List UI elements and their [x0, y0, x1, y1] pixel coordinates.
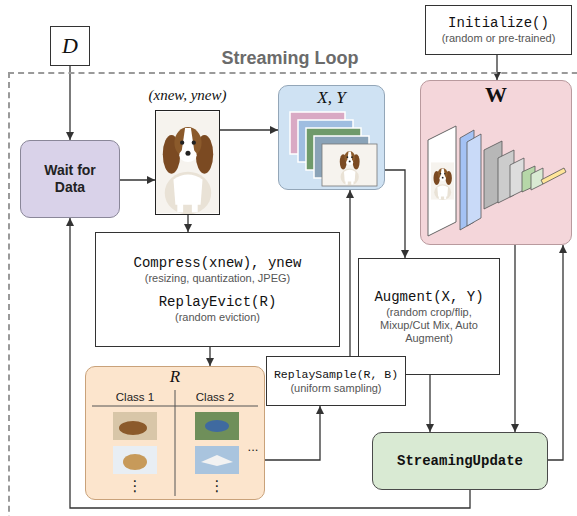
function-name: Initialize(): [448, 15, 549, 32]
function-note: (resizing, quantization, JPEG): [145, 272, 291, 285]
table-label: ⋮: [202, 477, 232, 495]
flow-arrow: [120, 179, 155, 180]
table-label: Class 1: [100, 390, 170, 404]
function-note: (random crop/flip, Mixup/Cut Mix, Auto A…: [365, 306, 493, 345]
table-label-text: Class 1: [100, 390, 170, 404]
replay-sample-box: ReplaySample(R, B)(uniform sampling): [266, 356, 406, 406]
buffer-table: [175, 390, 176, 496]
network-sketch: [467, 134, 481, 226]
flow-arrow: [385, 170, 405, 258]
process-label: Wait for Data: [29, 162, 111, 196]
network-sketch: [531, 168, 543, 190]
table-label-text: ...: [242, 440, 264, 454]
network-sketch: [428, 126, 456, 236]
buffer-thumbnails: [123, 454, 147, 470]
compress-box: Compress(xnew), ynew(resizing, quantizat…: [95, 232, 340, 347]
flow-arrow: [548, 245, 563, 460]
update-box: StreamingUpdate: [372, 432, 548, 490]
buffer-thumbnails: [119, 421, 147, 435]
function-name: Augment(X, Y): [374, 289, 483, 306]
buffer-thumbnails: [195, 446, 239, 474]
flow-arrow: [349, 190, 350, 356]
dog-photo: [156, 112, 219, 215]
set-symbol: R: [170, 367, 180, 387]
image-stack: [322, 144, 377, 186]
buffer-thumbnails: [113, 412, 239, 474]
flow-arrow: [429, 375, 430, 432]
init-box: Initialize()(random or pre-trained): [425, 5, 572, 55]
buffer-thumbnails: [113, 446, 157, 474]
dataset-symbol: D: [50, 26, 90, 66]
function-name: StreamingUpdate: [397, 453, 523, 470]
dog-photo: [156, 112, 219, 215]
network-sketch: [428, 126, 566, 236]
flow-arrow: [220, 129, 278, 130]
flow-arrow: [265, 406, 320, 460]
flow-arrow: [496, 55, 497, 80]
image-stack: [337, 145, 362, 185]
network-sketch: [541, 168, 566, 184]
buffer-thumbnails: [195, 412, 239, 440]
function-name: ReplaySample(R, B): [274, 367, 398, 382]
buffer-thumbnails: [205, 420, 229, 432]
table-label: Class 2: [180, 390, 250, 404]
flow-arrow: [187, 215, 188, 232]
flow-arrow: [514, 245, 515, 432]
table-label-text: Class 2: [180, 390, 250, 404]
function-note: (uniform sampling): [290, 382, 381, 395]
table-label: ⋮: [120, 477, 150, 495]
function-note: (random eviction): [175, 311, 260, 324]
buffer-thumbnails: [201, 455, 233, 466]
function-note: (random or pre-trained): [442, 32, 556, 45]
dataset-symbol-text: D: [62, 34, 78, 58]
table-label-text: ⋮: [202, 477, 232, 495]
weight-symbol: W: [485, 82, 507, 108]
flow-arrow: [209, 347, 210, 366]
buffer-table: [92, 390, 258, 496]
loop-title: Streaming Loop: [210, 48, 370, 69]
table-label-text: ⋮: [120, 477, 150, 495]
table-label: ...: [242, 440, 264, 454]
wait-box: Wait for Data: [20, 140, 120, 218]
sample-label: (xnew, ynew): [128, 86, 248, 104]
set-symbol: X, Y: [317, 88, 345, 108]
buffer-thumbnails: [113, 412, 157, 440]
flow-arrow: [69, 66, 70, 140]
function-name: Compress(xnew), ynew: [133, 255, 301, 272]
image-stack: [290, 112, 377, 186]
network-sketch: [431, 162, 454, 200]
function-name: ReplayEvict(R): [159, 294, 277, 311]
